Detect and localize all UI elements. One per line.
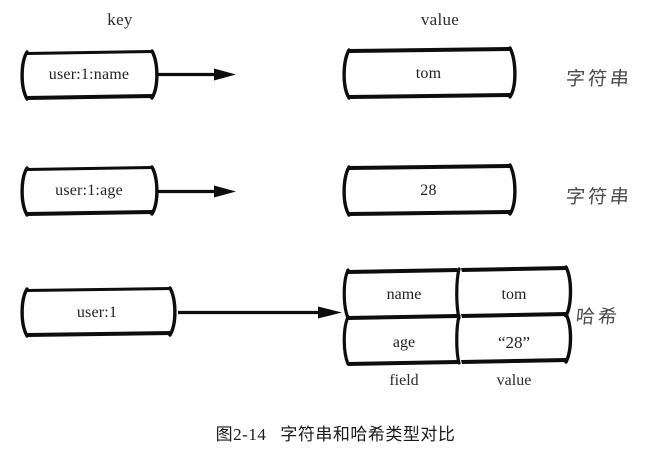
value-box-2	[342, 163, 517, 217]
hash-column-footer-value: value	[496, 372, 532, 389]
figure-caption: 图2-14 字符串和哈希类型对比	[0, 420, 671, 445]
type-annotation-1: 字符串	[564, 68, 634, 90]
hash-table-grid	[342, 265, 573, 366]
hash-cell-value-0: tom	[501, 286, 527, 303]
figure-caption-title: 字符串和哈希类型对比	[280, 425, 456, 444]
key-box-label-3: user:1	[76, 304, 118, 321]
key-box-1	[20, 49, 159, 101]
value-box-label-2: 28	[420, 182, 437, 199]
key-box-label-1: user:1:name	[48, 66, 130, 83]
arrow-2	[158, 185, 236, 198]
hash-cell-field-0: name	[386, 286, 422, 303]
value-box-label-1: tom	[415, 65, 442, 82]
hash-column-footer-field: field	[389, 372, 419, 389]
key-box-2	[20, 165, 159, 217]
type-annotation-2: 字符串	[564, 186, 634, 208]
key-box-label-2: user:1:age	[55, 182, 123, 199]
column-header-key: key	[107, 10, 133, 29]
arrow-3	[178, 306, 342, 319]
column-header-value: value	[420, 10, 460, 29]
arrow-1	[158, 68, 236, 81]
hash-cell-field-1: age	[392, 334, 416, 351]
hash-cell-value-1: “28”	[497, 333, 531, 352]
key-box-3	[20, 286, 177, 338]
type-annotation-3: 哈希	[574, 306, 622, 328]
value-box-1	[342, 46, 517, 100]
figure-caption-number: 图2-14	[215, 425, 267, 444]
